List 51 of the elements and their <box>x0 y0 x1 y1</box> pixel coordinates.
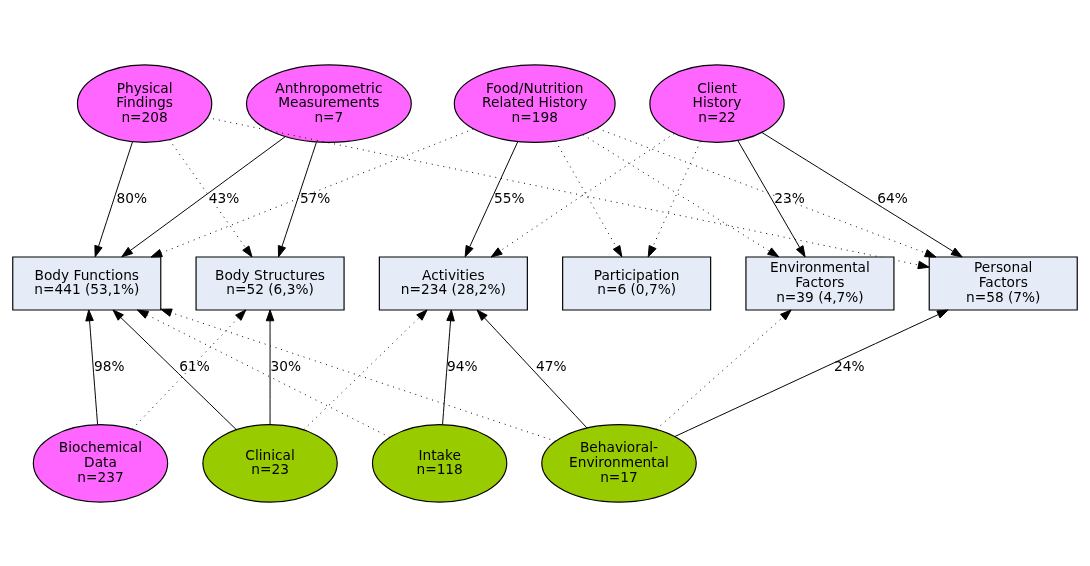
node-ellipse: Physical Findings n=208 <box>76 63 213 143</box>
arrow <box>121 135 286 257</box>
edge-label: 57% <box>299 189 331 206</box>
arrow <box>206 116 930 269</box>
arrow <box>131 308 247 430</box>
node-ellipse: Biochemical Data n=237 <box>32 423 169 503</box>
node-box: Activities n=234 (28,2%) <box>378 255 528 311</box>
arrow <box>303 308 428 430</box>
arrow <box>655 308 792 430</box>
arrow <box>737 139 806 257</box>
node-box: Participation n=6 (0,7%) <box>562 255 712 311</box>
arrow <box>94 140 133 257</box>
edge-label: 24% <box>834 357 865 374</box>
arrow <box>168 138 253 257</box>
arrow <box>464 140 519 257</box>
arrow <box>555 140 623 257</box>
arrow <box>150 128 474 257</box>
arrow <box>442 308 455 425</box>
edge-label: 23% <box>774 189 805 206</box>
edge-label: 80% <box>116 189 148 206</box>
arrow <box>277 141 317 257</box>
edge-label: 47% <box>536 357 567 374</box>
node-ellipse: Client History n=22 <box>649 63 785 143</box>
arrow <box>136 308 391 438</box>
node-box: Body Functions n=441 (53,1%) <box>12 255 162 311</box>
arrow <box>596 127 937 257</box>
arrow <box>761 131 963 257</box>
edge-label: 30% <box>270 357 301 374</box>
node-ellipse: Anthropometric Measurements n=7 <box>245 63 412 143</box>
node-ellipse: Intake n=118 <box>371 423 508 503</box>
edge-label: 61% <box>179 357 210 374</box>
arrow <box>112 308 237 430</box>
edge-label: 98% <box>94 357 125 374</box>
arrow <box>265 308 275 425</box>
arrow <box>476 308 588 429</box>
edge-label: 64% <box>877 189 908 206</box>
arrow <box>85 308 99 425</box>
node-box: Body Structures n=52 (6,3%) <box>195 255 345 311</box>
arrow <box>582 133 780 257</box>
node-box: Environmental Factors n=39 (4,7%) <box>745 255 895 311</box>
edge-label: 43% <box>208 189 240 206</box>
arrow <box>647 140 701 257</box>
edge-label: 55% <box>493 189 525 206</box>
arrow <box>674 308 949 437</box>
arrow <box>490 132 675 257</box>
arrow <box>160 308 557 442</box>
node-box: Personal Factors n=58 (7%) <box>928 255 1078 311</box>
node-ellipse: Behavioral-Environmental n=17 <box>541 423 697 503</box>
edge-label: 94% <box>446 357 478 374</box>
node-ellipse: Food/Nutrition Related History n=198 <box>453 63 616 143</box>
node-ellipse: Clinical n=23 <box>202 423 338 503</box>
